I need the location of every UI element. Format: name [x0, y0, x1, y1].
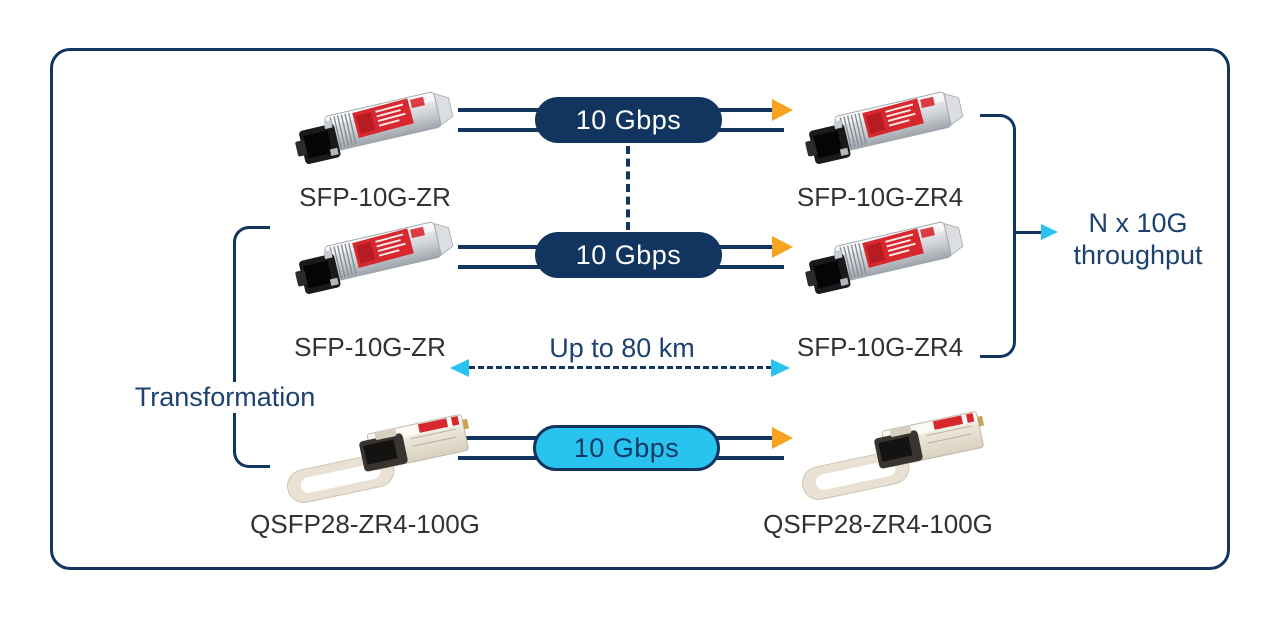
left-arrowhead-icon-distance	[450, 359, 469, 377]
sfp-module-image-row1-left	[292, 80, 457, 175]
right-arrow-icon-row3	[772, 427, 793, 449]
right-arrow-icon-row2	[772, 236, 793, 258]
link-speed-pill-row2: 10 Gbps	[535, 232, 722, 278]
distance-label: Up to 80 km	[549, 333, 695, 363]
qsfp-module-image-row3-left	[278, 403, 483, 511]
throughput-bracket	[980, 114, 1016, 358]
throughput-connector-line	[1013, 231, 1041, 234]
link-speed-pill-row1: 10 Gbps	[535, 97, 722, 143]
right-arrowhead-icon-throughput	[1041, 224, 1058, 240]
right-arrowhead-icon-distance	[771, 359, 790, 377]
sfp-module-image-row1-right	[802, 80, 967, 175]
transformation-label: Transformation	[95, 382, 355, 413]
sfp-module-image-row2-right	[802, 210, 967, 305]
diagram-border	[50, 48, 1230, 570]
qsfp-module-image-row3-right	[793, 400, 998, 508]
module-label-row3-left: QSFP28-ZR4-100G	[250, 509, 480, 539]
transformation-bracket	[233, 226, 270, 468]
distance-dashed-line	[469, 366, 772, 369]
sfp-module-image-row2-left	[292, 210, 457, 305]
throughput-label-line1: N x 10G	[1088, 208, 1188, 238]
throughput-label: N x 10G throughput	[1038, 207, 1238, 271]
module-label-row1-right: SFP-10G-ZR4	[796, 182, 964, 212]
module-label-row1-left: SFP-10G-ZR	[299, 182, 451, 212]
module-label-row3-right: QSFP28-ZR4-100G	[763, 509, 993, 539]
dashed-vertical-connector	[626, 146, 630, 230]
link-speed-pill-row3: 10 Gbps	[533, 425, 720, 471]
module-label-row2-right: SFP-10G-ZR4	[796, 332, 964, 362]
right-arrow-icon-row1	[772, 99, 793, 121]
throughput-label-line2: throughput	[1073, 240, 1203, 270]
module-label-row2-left: SFP-10G-ZR	[294, 332, 446, 362]
